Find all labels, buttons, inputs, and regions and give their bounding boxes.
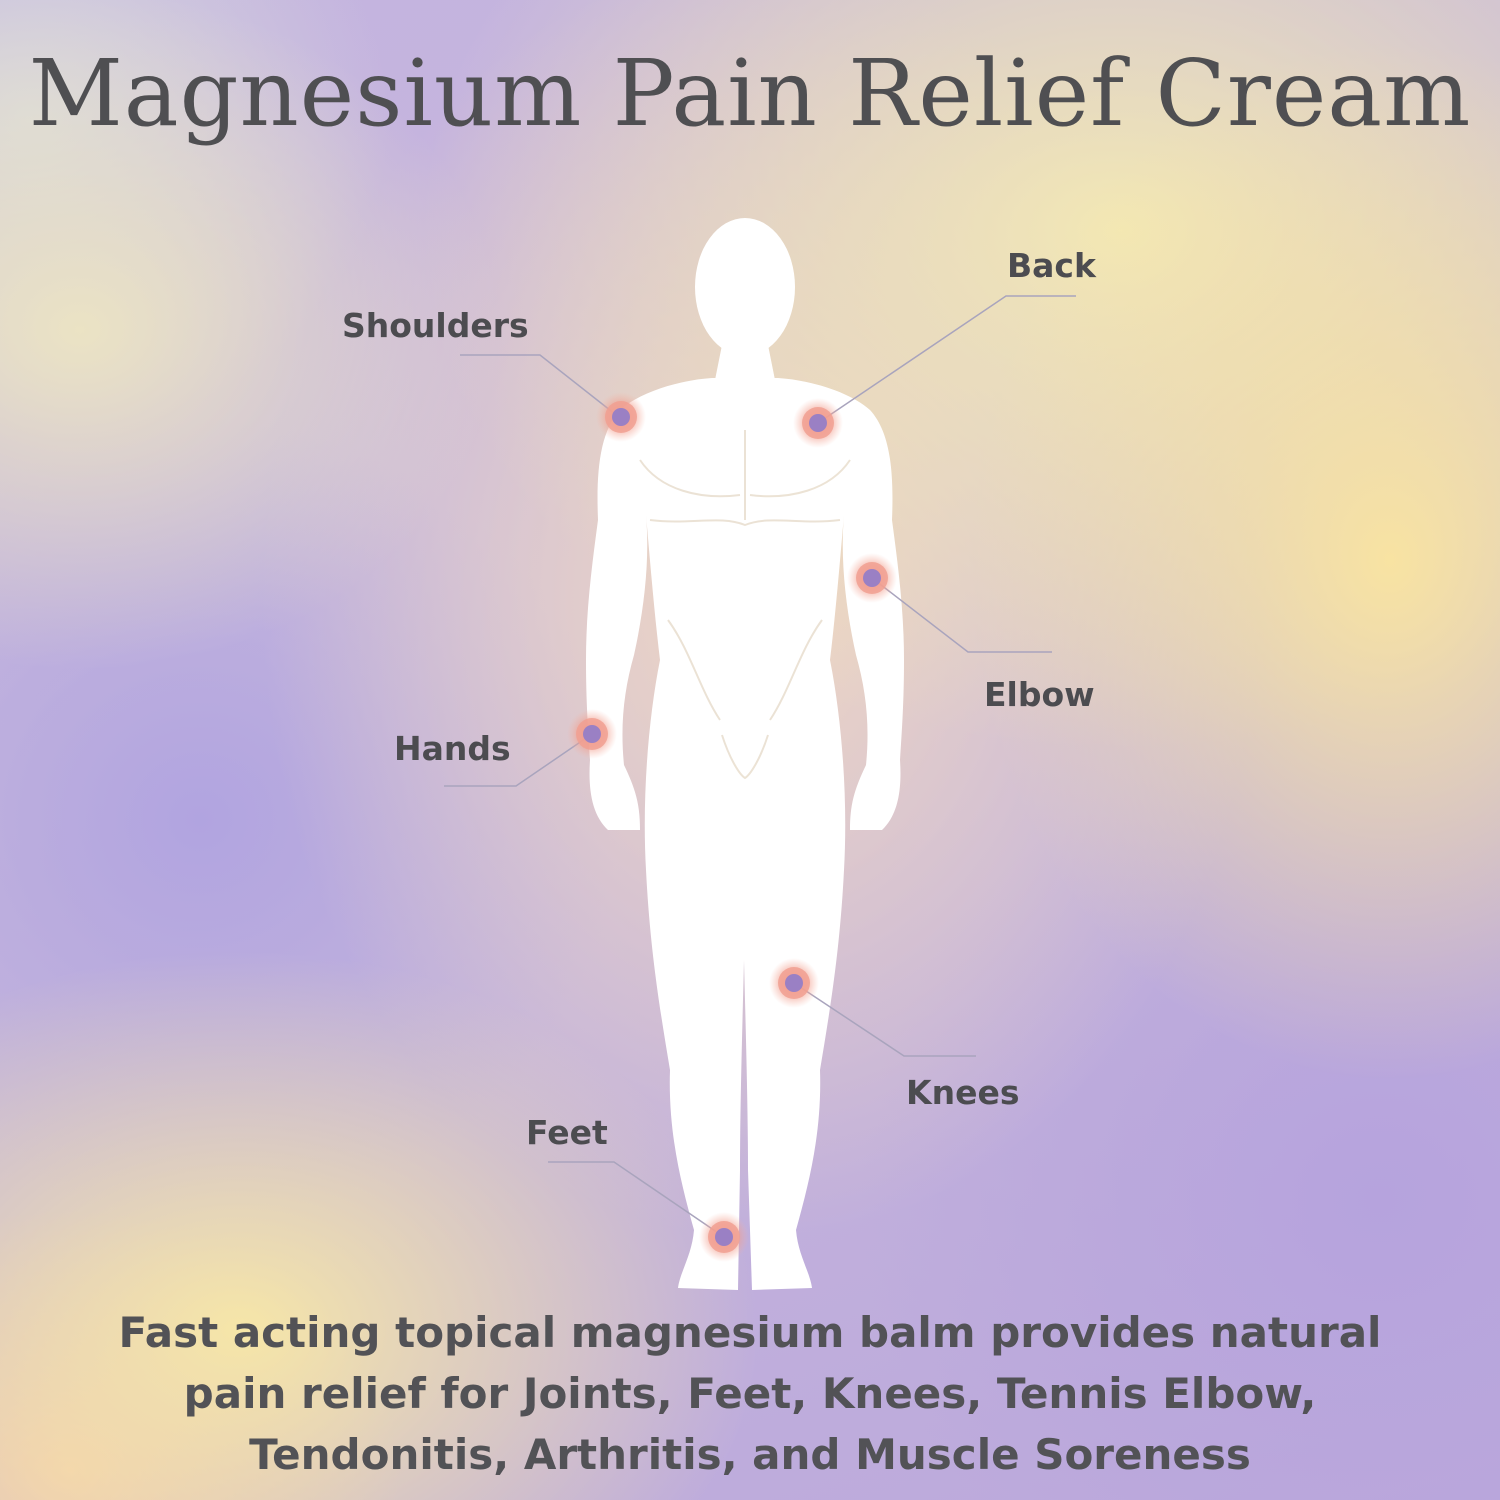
human-silhouette [586, 218, 904, 1290]
leader-line-shoulders [460, 354, 621, 419]
marker-back [793, 398, 843, 448]
marker-feet [699, 1212, 749, 1262]
leader-line-back [817, 295, 1076, 424]
leader-line-elbow [871, 577, 1052, 653]
label-back: Back [1007, 246, 1096, 285]
label-elbow: Elbow [984, 675, 1095, 714]
label-hands: Hands [394, 729, 511, 768]
marker-knees [769, 958, 819, 1008]
leader-lines [444, 295, 1076, 1238]
label-shoulders: Shoulders [342, 306, 529, 345]
marker-hands [567, 709, 617, 759]
label-feet: Feet [526, 1113, 608, 1152]
marker-elbow [847, 553, 897, 603]
page-title: Magnesium Pain Relief Cream [28, 40, 1472, 147]
product-description: Fast acting topical magnesium balm provi… [40, 1302, 1460, 1485]
label-knees: Knees [906, 1073, 1020, 1112]
leader-line-hands [444, 733, 593, 787]
description-line-1: Fast acting topical magnesium balm provi… [118, 1308, 1382, 1357]
anatomy-lines [639, 430, 851, 780]
description-line-3: Tendonitis, Arthritis, and Muscle Sorene… [249, 1430, 1251, 1479]
marker-shoulders [596, 392, 646, 442]
leader-line-knees [793, 982, 976, 1057]
description-line-2: pain relief for Joints, Feet, Knees, Ten… [183, 1369, 1317, 1418]
leader-line-feet [548, 1161, 725, 1238]
